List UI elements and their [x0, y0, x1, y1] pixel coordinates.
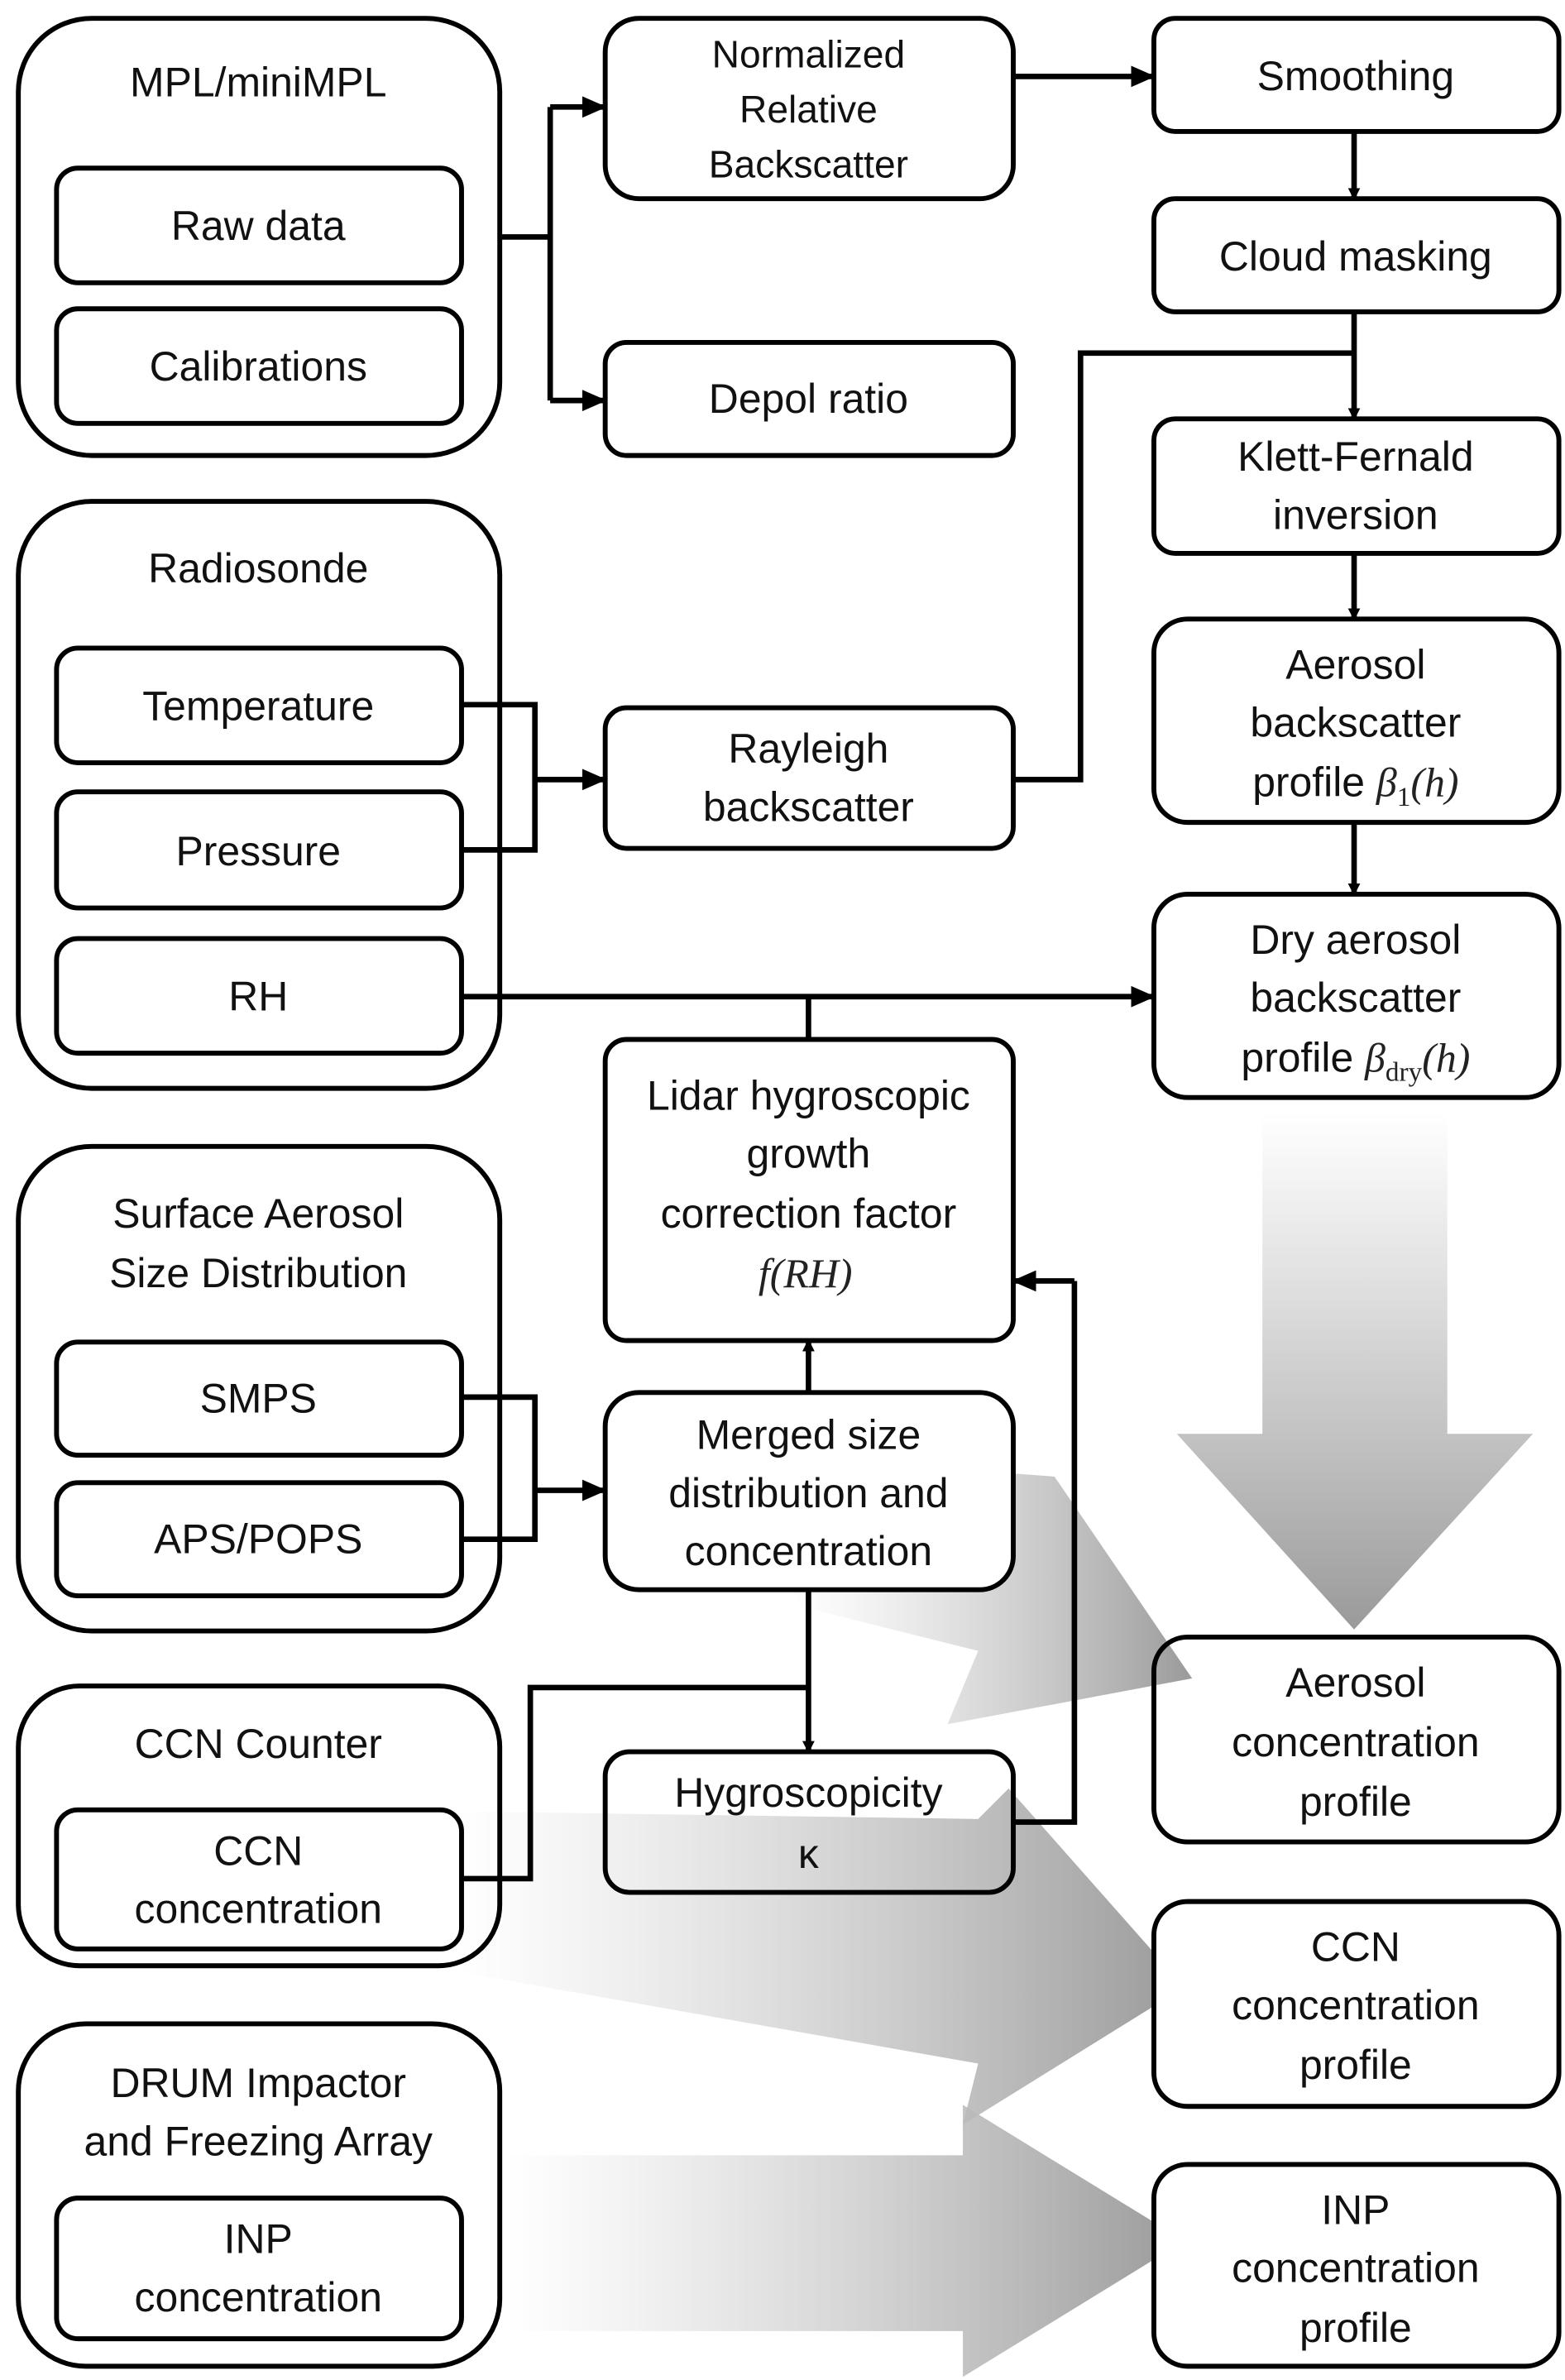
- svg-text:APS/POPS: APS/POPS: [154, 1516, 362, 1562]
- node-lidar-hygroscopic-factor: Lidar hygroscopic growth correction fact…: [602, 1037, 1016, 1343]
- svg-text:backscatter: backscatter: [1250, 700, 1461, 746]
- svg-text:Pressure: Pressure: [175, 828, 341, 874]
- item-inp-concentration: INP concentration: [54, 2196, 464, 2342]
- beta-symbol: β: [1376, 760, 1397, 806]
- item-pressure: Pressure: [54, 789, 464, 911]
- svg-text:Cloud masking: Cloud masking: [1219, 233, 1492, 280]
- svg-text:Normalized: Normalized: [712, 32, 906, 75]
- svg-text:Relative: Relative: [739, 88, 878, 131]
- svg-text:Hygroscopicity: Hygroscopicity: [674, 1769, 942, 1816]
- svg-text:concentration: concentration: [1232, 1719, 1479, 1765]
- output-aerosol-concentration-profile: Aerosol concentration profile: [1151, 1635, 1562, 1845]
- output-inp-concentration-profile: INP concentration profile: [1151, 2162, 1562, 2369]
- svg-text:concentration: concentration: [1232, 1982, 1479, 2028]
- output-ccn-concentration-profile: CCN concentration profile: [1151, 1899, 1562, 2109]
- big-arrow-inp-icon: [504, 2105, 1185, 2378]
- group-radiosonde-title: Radiosonde: [148, 545, 368, 591]
- svg-text:Klett-Fernald: Klett-Fernald: [1237, 433, 1474, 480]
- node-merged-size-distribution: Merged size distribution and concentrati…: [602, 1390, 1016, 1592]
- svg-text:Lidar hygroscopic: Lidar hygroscopic: [647, 1072, 970, 1118]
- node-klett-fernald-inversion: Klett-Fernald inversion: [1151, 416, 1562, 556]
- svg-text:Merged size: Merged size: [696, 1412, 921, 1458]
- item-aps-pops: APS/POPS: [54, 1480, 464, 1599]
- svg-text:Rayleigh: Rayleigh: [728, 725, 888, 772]
- svg-text:CCN: CCN: [213, 1827, 303, 1874]
- svg-text:Aerosol: Aerosol: [1285, 1659, 1425, 1706]
- svg-text:RH: RH: [228, 973, 288, 1019]
- svg-text:Calibrations: Calibrations: [150, 343, 367, 390]
- item-calibrations: Calibrations: [54, 306, 464, 426]
- svg-text:Size Distribution: Size Distribution: [109, 1250, 407, 1296]
- svg-text:concentration: concentration: [1232, 2245, 1479, 2291]
- node-cloud-masking: Cloud masking: [1151, 196, 1562, 314]
- f-rh-symbol: f(RH): [759, 1251, 853, 1296]
- svg-text:profile: profile: [1299, 2305, 1412, 2351]
- item-smps: SMPS: [54, 1339, 464, 1458]
- item-temperature: Temperature: [54, 645, 464, 766]
- group-mpl-title: MPL/miniMPL: [130, 59, 386, 105]
- svg-text:inversion: inversion: [1273, 491, 1438, 538]
- group-ccn-counter-title: CCN Counter: [135, 1721, 382, 1767]
- node-aerosol-backscatter-profile: Aerosol backscatter profile β1(h): [1151, 616, 1562, 826]
- svg-text:profile: profile: [1299, 1779, 1412, 1825]
- group-radiosonde: Radiosonde Temperature Pressure RH: [16, 499, 503, 1091]
- node-normalized-backscatter: Normalized Relative Backscatter: [602, 16, 1016, 202]
- svg-text:backscatter: backscatter: [703, 783, 914, 830]
- svg-text:Dry aerosol: Dry aerosol: [1250, 917, 1461, 963]
- svg-text:distribution and: distribution and: [668, 1470, 948, 1516]
- svg-text:profile βdry(h): profile βdry(h): [1241, 1034, 1470, 1087]
- svg-text:Backscatter: Backscatter: [709, 142, 908, 185]
- group-surface-aerosol: Surface Aerosol Size Distribution SMPS A…: [16, 1143, 503, 1634]
- svg-text:growth: growth: [747, 1131, 871, 1177]
- kappa-symbol: κ: [798, 1831, 820, 1877]
- item-ccn-concentration: CCN concentration: [54, 1807, 464, 1951]
- item-rh: RH: [54, 936, 464, 1056]
- node-rayleigh-backscatter: Rayleigh backscatter: [602, 705, 1016, 851]
- node-dry-aerosol-backscatter-profile: Dry aerosol backscatter profile βdry(h): [1151, 891, 1562, 1100]
- svg-text:INP: INP: [224, 2216, 293, 2263]
- node-depol-ratio: Depol ratio: [602, 339, 1016, 458]
- svg-text:profile: profile: [1299, 2042, 1412, 2088]
- svg-text:profile β1(h): profile β1(h): [1252, 759, 1458, 812]
- svg-text:Smoothing: Smoothing: [1257, 53, 1454, 99]
- svg-text:Temperature: Temperature: [142, 682, 374, 729]
- svg-text:and Freezing Array: and Freezing Array: [84, 2118, 433, 2164]
- svg-text:backscatter: backscatter: [1250, 975, 1461, 1021]
- svg-text:CCN: CCN: [1311, 1924, 1400, 1971]
- group-drum-impactor: DRUM Impactor and Freezing Array INP con…: [16, 2021, 503, 2369]
- connectors: [461, 65, 1361, 1882]
- svg-text:SMPS: SMPS: [200, 1375, 317, 1421]
- group-ccn-counter: CCN Counter CCN concentration: [16, 1683, 503, 1969]
- big-arrow-ccn-icon: [458, 1788, 1185, 2125]
- node-hygroscopicity: Hygroscopicity κ: [602, 1749, 1016, 1895]
- beta-dry-symbol: β: [1364, 1035, 1386, 1080]
- svg-text:Raw data: Raw data: [171, 203, 346, 249]
- node-smoothing: Smoothing: [1151, 16, 1562, 134]
- item-raw-data: Raw data: [54, 165, 464, 285]
- svg-text:concentration: concentration: [135, 1886, 382, 1932]
- svg-text:concentration: concentration: [135, 2274, 382, 2320]
- big-arrow-down-icon: [1176, 1113, 1534, 1630]
- svg-text:INP: INP: [1321, 2187, 1390, 2234]
- svg-text:Aerosol: Aerosol: [1285, 641, 1425, 687]
- svg-text:Depol ratio: Depol ratio: [709, 376, 908, 422]
- group-mpl: MPL/miniMPL Raw data Calibrations: [16, 16, 503, 458]
- svg-text:correction factor: correction factor: [661, 1190, 957, 1237]
- svg-text:concentration: concentration: [685, 1528, 932, 1574]
- group-drum-title: DRUM Impactor: [111, 2060, 406, 2106]
- group-surface-aerosol-title: Surface Aerosol: [112, 1190, 404, 1237]
